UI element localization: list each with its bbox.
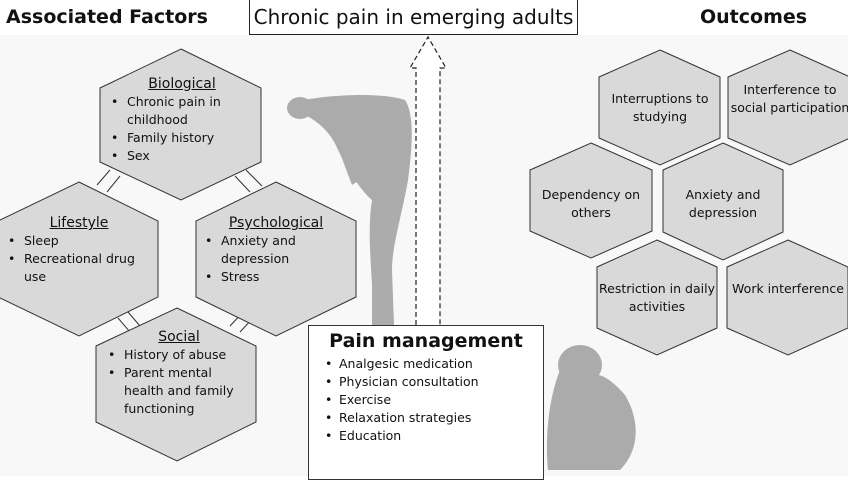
factor-item: Parent mental health and family function…: [104, 364, 254, 418]
pain-management-item: Physician consultation: [319, 373, 533, 391]
outcome-item: Interference to social participation: [730, 82, 848, 115]
hex-outcome-4: [662, 142, 784, 261]
pain-management-box: Pain management Analgesic medication Phy…: [308, 325, 544, 480]
factor-heading: Biological: [148, 76, 216, 92]
hex-outcome-5: [596, 239, 718, 356]
main-title: Chronic pain in emerging adults: [249, 0, 578, 35]
outcome-item: Interruptions to studying: [611, 91, 709, 124]
pain-management-item: Education: [319, 427, 533, 445]
factor-heading: Lifestyle: [49, 215, 109, 231]
outcome-item: Restriction in daily activities: [599, 281, 715, 314]
factor-item: History of abuse: [104, 346, 254, 364]
outcome-item: Work interference: [732, 281, 844, 296]
pain-management-heading: Pain management: [329, 330, 523, 352]
factor-psychological: Psychological Anxiety and depression Str…: [201, 214, 351, 286]
factor-item: Chronic pain in childhood: [107, 93, 257, 129]
pain-management-item: Analgesic medication: [319, 355, 533, 373]
factor-heading: Psychological: [228, 215, 324, 231]
factor-item: Sex: [107, 147, 257, 165]
factor-item: Stress: [201, 268, 351, 286]
outcomes-header: Outcomes: [700, 6, 808, 28]
outcome-item: Anxiety and depression: [685, 187, 761, 220]
standing-figure-icon: [287, 95, 412, 325]
hex-outcome-3: [529, 142, 653, 259]
associated-factors-header: Associated Factors: [6, 6, 208, 28]
sitting-figure-icon: [546, 345, 636, 470]
factor-social: Social History of abuse Parent mental he…: [104, 328, 254, 418]
outcome-item: Dependency on others: [541, 187, 641, 220]
dashed-arrow-up: [408, 35, 448, 325]
hex-outcome-6: [726, 239, 848, 356]
hex-outcome-2: [727, 49, 848, 166]
factor-biological: Biological Chronic pain in childhood Fam…: [107, 75, 257, 165]
factor-item: Sleep: [4, 232, 154, 250]
hex-outcome-1: [598, 49, 721, 166]
factor-item: Anxiety and depression: [201, 232, 351, 268]
factor-heading: Social: [158, 329, 200, 345]
pain-management-item: Exercise: [319, 391, 533, 409]
factor-item: Family history: [107, 129, 257, 147]
pain-management-item: Relaxation strategies: [319, 409, 533, 427]
factor-lifestyle: Lifestyle Sleep Recreational drug use: [4, 214, 154, 286]
factor-item: Recreational drug use: [4, 250, 154, 286]
